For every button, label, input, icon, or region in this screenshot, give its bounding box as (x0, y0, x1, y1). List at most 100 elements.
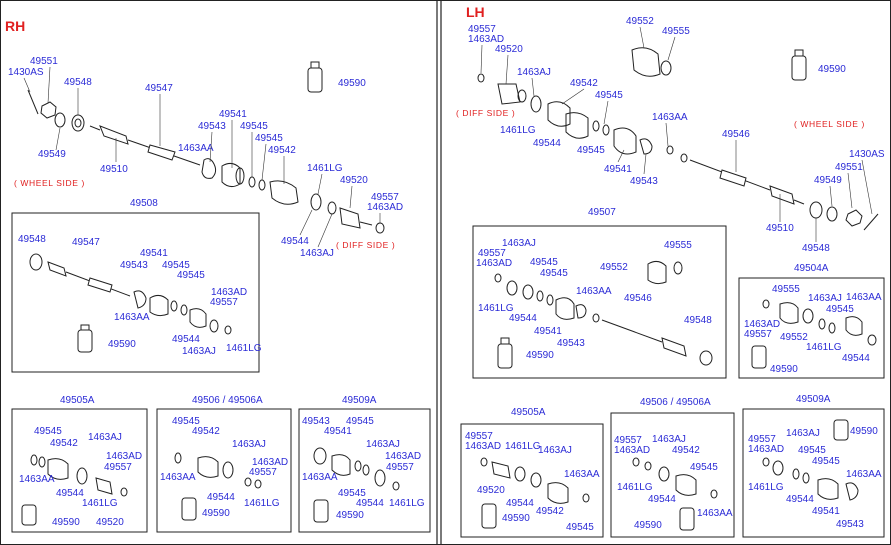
label: 1461LG (82, 498, 118, 509)
lh-wheel-side-label: ( WHEEL SIDE ) (794, 119, 865, 129)
label: 49557 (748, 434, 776, 445)
label: 49545 (346, 416, 374, 427)
label: 49555 (662, 26, 690, 37)
label: 1463AA (564, 469, 600, 480)
kit-title: 49509A (342, 395, 377, 406)
rh-diff-side-label: ( DIFF SIDE ) (336, 240, 395, 250)
label: 1461LG (806, 342, 842, 353)
label: 1463AA (576, 286, 612, 297)
rh-kit-49509a-drawing (313, 447, 400, 523)
label: 49541 (812, 506, 840, 517)
label: 49543 (302, 416, 330, 427)
rh-kit-49509a-labels: 49543 49541 49545 1463AJ 1463AD 49557 14… (302, 416, 425, 521)
rh-kit-49506-labels: 49545 49542 1463AJ 1463AD 49557 1463AA 4… (160, 416, 288, 519)
label: 49557 (465, 431, 493, 442)
label: 49545 (177, 270, 205, 281)
rh-kit-49505a-labels: 49545 49542 1463AJ 1463AD 49557 1463AA 4… (19, 426, 142, 528)
label: 1463AA (697, 508, 733, 519)
label: 1463AA (846, 469, 882, 480)
label: 1463AA (160, 472, 196, 483)
label: 1463AD (106, 451, 142, 462)
label: 1461LG (500, 125, 536, 136)
label: 49544 (509, 313, 537, 324)
lh-kit-49505a (460, 423, 604, 538)
label: 49543 (120, 260, 148, 271)
label: 1461LG (478, 303, 514, 314)
kit-title: 49508 (130, 198, 158, 209)
label: 49552 (626, 16, 654, 27)
label: 49545 (162, 260, 190, 271)
label: 1430AS (8, 67, 44, 78)
lh-kit-49509a-labels: 1463AJ 49590 49557 1463AD 49545 49545 14… (748, 426, 882, 530)
label: 1463AA (178, 143, 214, 154)
label: 49548 (18, 234, 46, 245)
label: 1463AD (367, 202, 403, 213)
lh-kit-49509a-drawing (762, 419, 859, 501)
label: 49543 (630, 176, 658, 187)
label: 49547 (145, 83, 173, 94)
lh-kit-49506 (610, 412, 735, 538)
label: 49545 (826, 304, 854, 315)
label: 1463AJ (786, 428, 820, 439)
label: 49542 (192, 426, 220, 437)
lh-kit-49507 (472, 225, 727, 379)
label: 49541 (140, 248, 168, 259)
label: 49557 (386, 462, 414, 473)
label: 1461LG (307, 163, 343, 174)
label: 49551 (30, 56, 58, 67)
label: 49590 (502, 513, 530, 524)
label: 1463AJ (182, 346, 216, 357)
label: 49544 (281, 236, 309, 247)
rh-kit-49508-drawing (29, 253, 232, 353)
rh-kit-49505a-drawing (21, 454, 128, 526)
label: 1463AJ (808, 293, 842, 304)
label: 49551 (835, 162, 863, 173)
rh-title: RH (5, 18, 25, 34)
label: 1463AJ (652, 434, 686, 445)
label: 49590 (850, 426, 878, 437)
lh-kit-49505a-drawing (480, 457, 590, 529)
kit-title: 49505A (60, 395, 95, 406)
label: 49542 (570, 78, 598, 89)
label: 49541 (219, 109, 247, 120)
label: 49520 (495, 44, 523, 55)
label: 49545 (540, 268, 568, 279)
lh-kit-49504a (738, 277, 885, 379)
label: 1461LG (244, 498, 280, 509)
label: 49543 (557, 338, 585, 349)
label: 49590 (818, 64, 846, 75)
label: 49545 (798, 445, 826, 456)
label: 49547 (72, 237, 100, 248)
rh-kit-49508-labels: 49548 49547 49541 49543 49545 49545 1463… (18, 234, 262, 357)
label: 1463AD (476, 258, 512, 269)
label: 49555 (664, 240, 692, 251)
label: 49544 (786, 494, 814, 505)
label: 49557 (614, 435, 642, 446)
lh-title: LH (466, 4, 485, 20)
label: 49557 (468, 24, 496, 35)
lh-leader-lines (480, 26, 873, 242)
label: 1463AA (19, 474, 55, 485)
label: 49545 (690, 462, 718, 473)
label: 1463AJ (517, 67, 551, 78)
label: 49542 (50, 438, 78, 449)
label: 49544 (172, 334, 200, 345)
label: 1463AD (385, 451, 421, 462)
label: 49544 (56, 488, 84, 499)
label: 49590 (634, 520, 662, 531)
label: 49544 (648, 494, 676, 505)
label: 49590 (526, 350, 554, 361)
label: 49544 (533, 138, 561, 149)
kit-title: 49506 / 49506A (640, 397, 711, 408)
label: 1461LG (389, 498, 425, 509)
label: 1463AD (211, 287, 247, 298)
label: 49549 (814, 175, 842, 186)
lh-kit-49506-labels: 49557 1463AJ 1463AD 49542 1461LG 49545 4… (614, 434, 733, 531)
kit-title: 49507 (588, 207, 616, 218)
label: 49545 (255, 133, 283, 144)
label: 49544 (207, 492, 235, 503)
label: 49549 (38, 149, 66, 160)
label: 49557 (210, 297, 238, 308)
label: 1463AA (652, 112, 688, 123)
